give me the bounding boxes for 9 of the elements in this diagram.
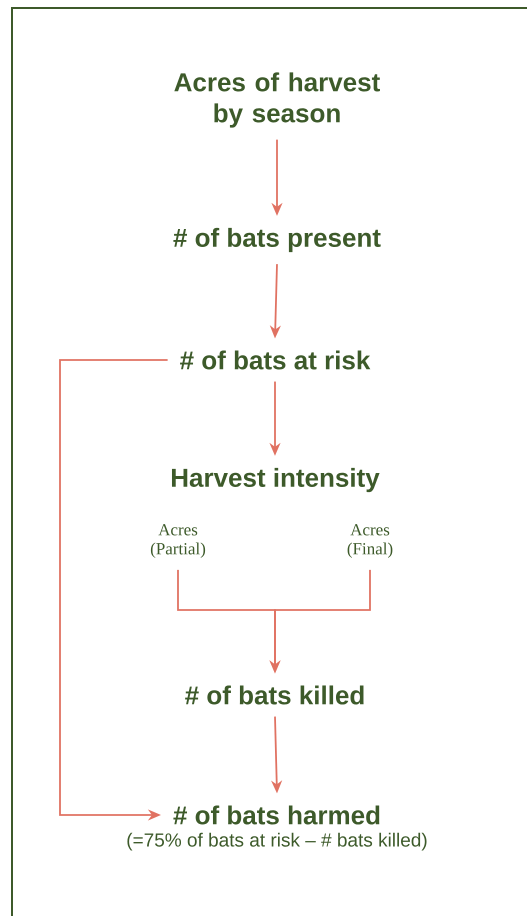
input-label: Acres (Partial) [150,524,206,558]
step-label: # of bats at risk [180,350,370,370]
step-label: Acres of harvest by season [174,72,380,128]
input-label: Acres (Final) [348,524,392,558]
step-label: # of bats present [173,228,381,252]
step-label: Harvest intensity [172,468,380,492]
step-label: # of bats killed [185,685,364,705]
note-text: (=75% of bats at risk – # bats killed) [127,832,426,850]
step-label: # of bats harmed [173,805,380,825]
